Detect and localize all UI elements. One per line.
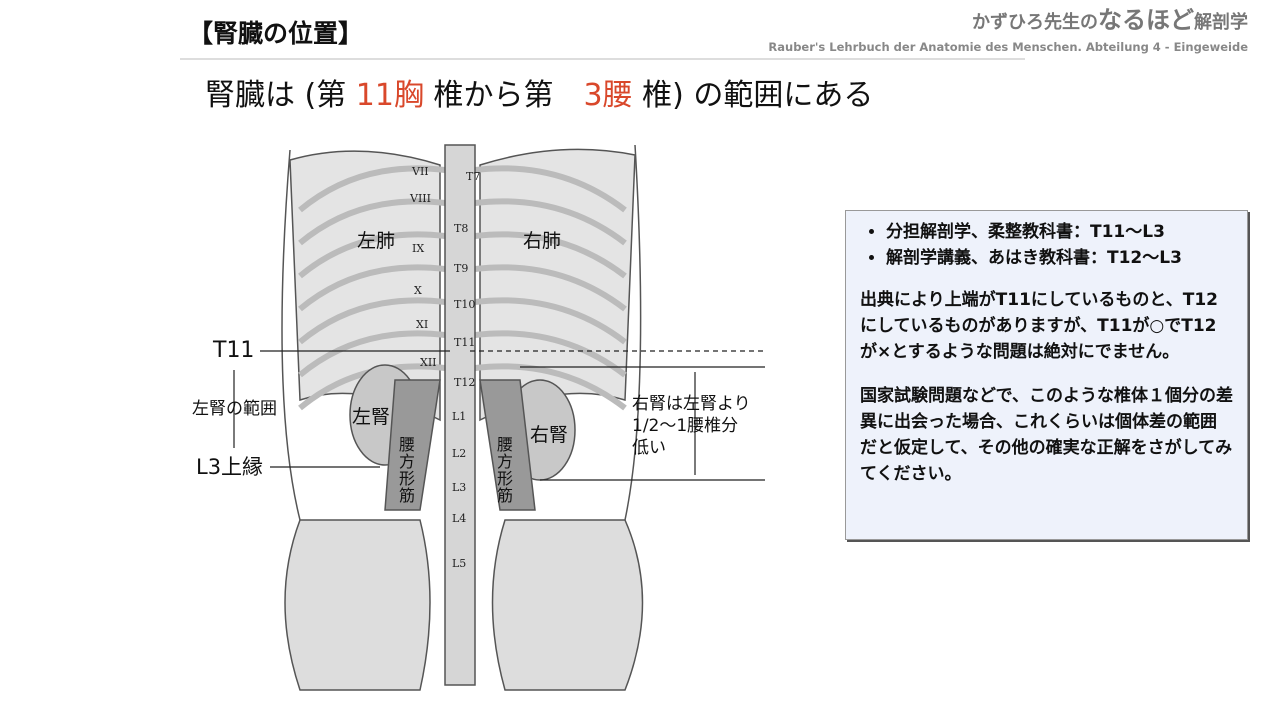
thoracic-label: T8 <box>454 222 469 235</box>
lumbar-label: L1 <box>452 410 467 423</box>
rib-label: XII <box>420 356 437 369</box>
brand-tail: 解剖学 <box>1194 12 1248 33</box>
slide-subtitle: 腎臓は (第 11胸 椎から第 3腰 椎) の範囲にある <box>205 70 873 114</box>
note-paragraph: 出典により上端がT11にしているものと、T12にしているものがありますが、T11… <box>860 290 1218 362</box>
rib-label: X <box>414 284 422 297</box>
lumbar-label: L2 <box>452 447 467 460</box>
source-citation: Rauber's Lehrbuch der Anatomie des Mensc… <box>768 40 1248 54</box>
note-line: 低い <box>632 438 666 458</box>
rib <box>474 330 627 378</box>
sub-part: 腎臓は (第 <box>205 78 356 113</box>
rib <box>298 198 446 246</box>
sub-part: 椎から第 <box>423 78 584 113</box>
bullet-item: 分担解剖学、柔整教科書：T11〜L3 <box>886 219 1233 245</box>
rib <box>474 363 627 411</box>
slide-title: 【腎臓の位置】 <box>188 19 364 48</box>
rib-label: IX <box>412 242 425 255</box>
note-paragraph: 国家試験問題などで、このような椎体１個分の差異に出会った場合、これくらいは個体差… <box>860 386 1233 484</box>
brand-small: かずひろ先生の <box>972 12 1098 33</box>
rib <box>298 297 446 345</box>
right-kidney-note: 右腎は左腎より 1/2〜1腰椎分 低い <box>632 393 751 459</box>
lumbar-label: L3 <box>452 481 467 494</box>
l3-upper-edge-label: L3上縁 <box>196 455 264 479</box>
thoracic-label: T12 <box>454 376 476 389</box>
bullet-item: 解剖学講義、あはき教科書：T12〜L3 <box>886 245 1233 271</box>
rib <box>474 297 627 345</box>
rib <box>298 264 446 312</box>
left-lung-label: 左肺 <box>357 230 396 252</box>
brand-logo: かずひろ先生のなるほど解剖学 <box>972 6 1248 34</box>
note-box: 分担解剖学、柔整教科書：T11〜L3 解剖学講義、あはき教科書：T12〜L3 出… <box>845 210 1248 540</box>
rib <box>298 165 446 213</box>
right-kidney-label: 右腎 <box>530 424 569 446</box>
rib <box>474 264 627 312</box>
lumbar-label: L5 <box>452 557 467 570</box>
thoracic-label: T10 <box>454 298 476 311</box>
note-line: 右腎は左腎より <box>632 394 751 414</box>
rib <box>474 231 627 279</box>
rib-label: XI <box>416 318 429 331</box>
right-quadratus-label: 腰方形筋 <box>494 436 513 504</box>
left-kidney-range-label: 左腎の範囲 <box>192 399 277 419</box>
sub-red-l3: 3腰 <box>583 78 633 113</box>
sub-part: 椎) の範囲にある <box>632 78 874 113</box>
sub-red-t11: 11胸 <box>355 78 424 113</box>
rib-label: VII <box>412 165 429 178</box>
thoracic-label: T11 <box>454 336 476 349</box>
rib <box>298 231 446 279</box>
note-line: 1/2〜1腰椎分 <box>632 416 739 436</box>
brand-big: なるほど <box>1098 6 1194 34</box>
rib-label: VIII <box>410 192 431 205</box>
rib <box>298 330 446 378</box>
right-lung-label: 右肺 <box>523 230 562 252</box>
left-kidney-label: 左腎 <box>352 406 391 428</box>
rib <box>474 198 627 246</box>
thoracic-label: T7 <box>466 170 481 183</box>
title-divider <box>180 58 1025 60</box>
left-quadratus-label: 腰方形筋 <box>396 436 415 504</box>
t11-label: T11 <box>213 338 255 363</box>
thoracic-label: T9 <box>454 262 469 275</box>
lumbar-label: L4 <box>452 512 467 525</box>
rib <box>474 165 627 213</box>
